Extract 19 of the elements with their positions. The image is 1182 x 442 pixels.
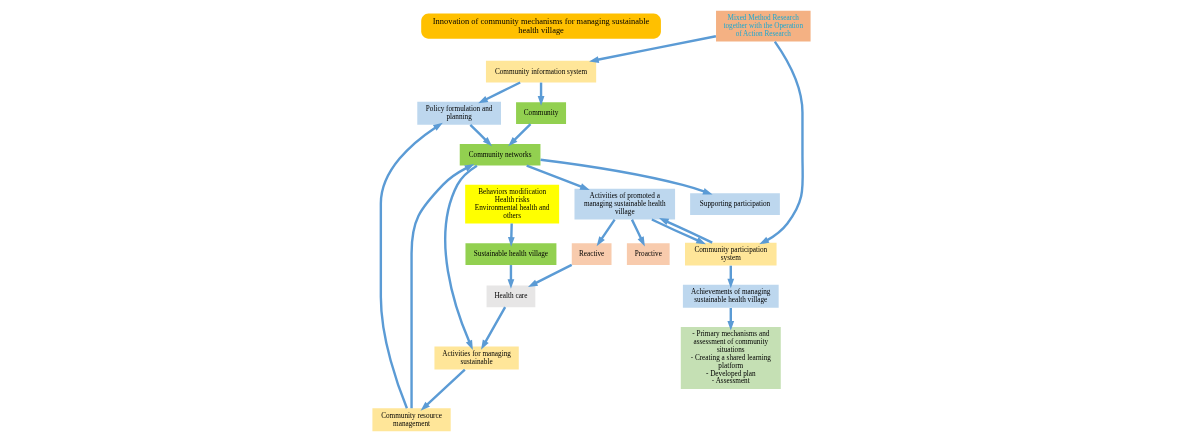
arrow [409,164,474,409]
arrow [507,223,515,247]
arrow [525,164,590,190]
arrow [477,81,521,104]
arrow [758,40,804,245]
arrow [527,263,572,288]
arrow [379,122,443,409]
arrow [507,123,531,147]
arrow [443,164,478,350]
arrow [420,368,466,411]
arrow [596,218,616,247]
arrow [650,218,706,245]
node-box: Innovation of community mechanisms for managing sustainable health village [420,13,661,39]
arrow [658,218,713,244]
arrow [588,35,716,63]
arrow [630,219,645,247]
arrow [480,306,506,350]
arrow [469,123,492,147]
arrow [539,158,713,195]
